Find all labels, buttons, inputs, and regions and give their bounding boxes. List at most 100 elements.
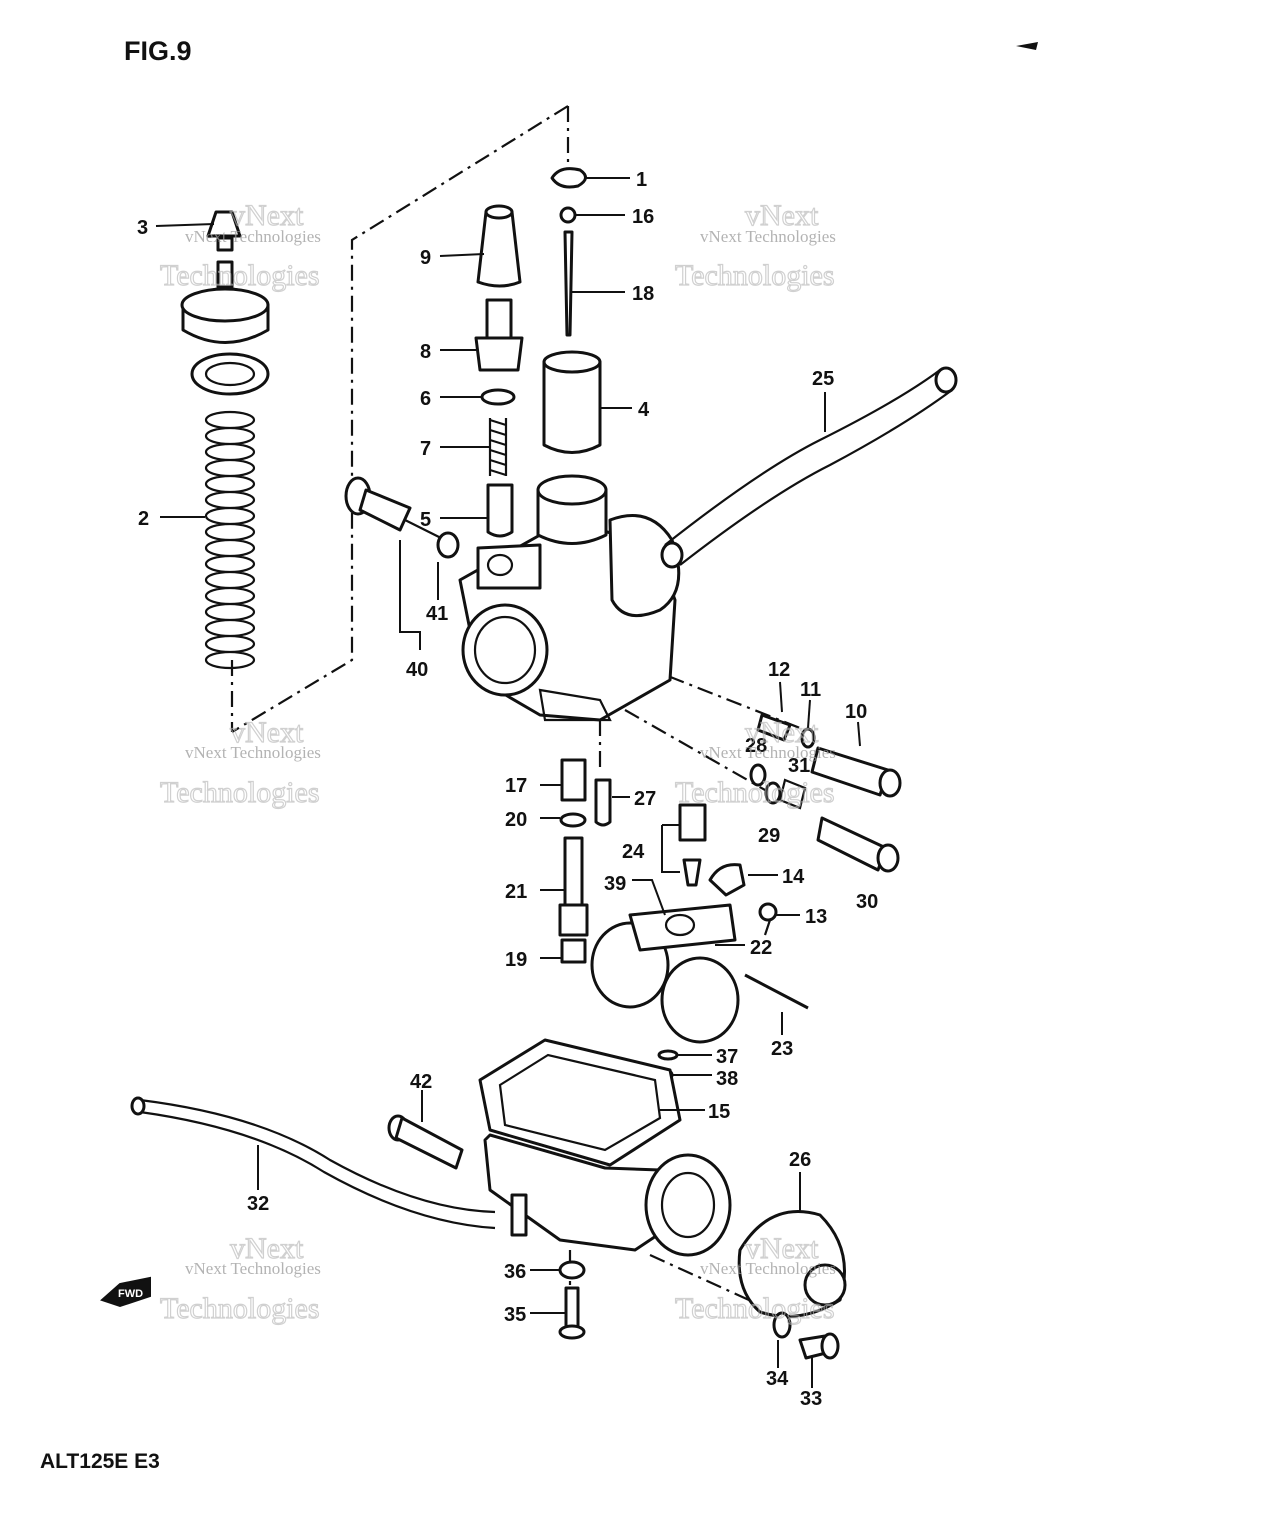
callout-21: 21: [505, 881, 527, 903]
part-chamber-cover: [737, 1210, 847, 1318]
part-vent-tube: [660, 366, 958, 569]
watermark-mr: vNext vNext Technologies Technologies: [674, 715, 835, 809]
part-plunger-spring: [488, 418, 508, 477]
callout-39: 39: [604, 873, 626, 895]
fwd-arrow-badge: FWD: [100, 1276, 151, 1308]
svg-text:Technologies: Technologies: [675, 259, 835, 292]
callout-24: 24: [622, 841, 645, 863]
part-clip: [550, 167, 587, 189]
callout-42: 42: [410, 1071, 432, 1093]
callout-26: 26: [789, 1149, 811, 1171]
svg-text:Technologies: Technologies: [675, 776, 835, 809]
callout-32: 32: [247, 1193, 269, 1215]
part-float-chamber: [478, 1038, 732, 1257]
part-idle-screw-set: [749, 713, 902, 873]
part-cap-gasket: [190, 352, 270, 396]
callout-27: 27: [634, 788, 656, 810]
callout-40: 40: [406, 659, 428, 681]
svg-text:vNext Technologies: vNext Technologies: [700, 227, 836, 246]
callout-25: 25: [812, 368, 834, 390]
part-screw-small: [758, 902, 778, 936]
callout-8: 8: [420, 341, 431, 363]
callout-11: 11: [800, 679, 821, 701]
watermark-bl: vNext vNext Technologies Technologies: [159, 1231, 321, 1325]
callout-33: 33: [800, 1388, 822, 1410]
part-float: [590, 903, 740, 1044]
svg-text:vNext: vNext: [745, 1232, 819, 1265]
svg-text:vNext Technologies: vNext Technologies: [185, 227, 321, 246]
watermark-tr: vNext vNext Technologies Technologies: [674, 198, 836, 292]
part-o-ring: [480, 388, 516, 406]
callout-23: 23: [771, 1038, 793, 1060]
part-starter-plunger-nut: [474, 298, 524, 372]
part-throttle-valve: [542, 350, 602, 454]
callout-17: 17: [505, 775, 527, 797]
part-drain-tube: [130, 1096, 496, 1230]
part-spring: [204, 410, 256, 670]
callout-36: 36: [504, 1261, 526, 1283]
callout-6: 6: [420, 388, 431, 410]
part-carburetor-body: [458, 474, 681, 722]
part-rubber-cap: [476, 204, 522, 288]
callout-10: 10: [845, 701, 867, 723]
figure-title: FIG.9: [124, 36, 192, 66]
part-ring: [559, 206, 577, 224]
watermark-ml: vNext vNext Technologies Technologies: [159, 715, 321, 809]
callout-29: 29: [758, 825, 780, 847]
watermarks: vNext vNext Technologies Technologies vN…: [159, 198, 836, 1325]
svg-text:vNext Technologies: vNext Technologies: [700, 1259, 836, 1278]
part-float-pin: [744, 973, 809, 1010]
callout-labels: 1 16 18 4 3 9 8 6 7 5 2 41 40 25 12 11 1…: [137, 169, 878, 1410]
svg-text:Technologies: Technologies: [160, 259, 320, 292]
callout-12: 12: [768, 659, 790, 681]
part-adjuster: [206, 210, 242, 252]
svg-text:vNext: vNext: [230, 199, 304, 232]
callout-15: 15: [708, 1101, 730, 1123]
part-pilot-jet: [594, 778, 612, 827]
fwd-label: FWD: [118, 1288, 143, 1300]
part-o-ring-small: [657, 1049, 679, 1061]
part-starter-plunger: [486, 483, 514, 538]
callout-9: 9: [420, 247, 431, 269]
svg-text:vNext: vNext: [745, 199, 819, 232]
callout-30: 30: [856, 891, 878, 913]
svg-text:vNext Technologies: vNext Technologies: [185, 743, 321, 762]
callout-13: 13: [805, 906, 827, 928]
callout-38: 38: [716, 1068, 738, 1090]
callout-35: 35: [504, 1304, 526, 1326]
ink-mark: [1016, 42, 1038, 50]
part-main-jet-stack: [558, 758, 589, 964]
callout-2: 2: [138, 508, 149, 530]
svg-text:vNext Technologies: vNext Technologies: [185, 1259, 321, 1278]
part-drain-screw: [387, 1114, 464, 1170]
callout-14: 14: [782, 866, 805, 888]
part-top-cap: [180, 260, 270, 344]
callout-1: 1: [636, 169, 647, 191]
callout-7: 7: [420, 438, 431, 460]
leader-lines: [155, 177, 861, 1388]
callout-28: 28: [745, 735, 767, 757]
svg-text:Technologies: Technologies: [160, 776, 320, 809]
callout-22: 22: [750, 937, 772, 959]
svg-text:vNext: vNext: [230, 1232, 304, 1265]
svg-text:Technologies: Technologies: [675, 1292, 835, 1325]
callout-3: 3: [137, 217, 148, 239]
callout-41: 41: [426, 603, 448, 625]
callout-20: 20: [505, 809, 527, 831]
callout-19: 19: [505, 949, 527, 971]
callout-37: 37: [716, 1046, 738, 1068]
callout-31: 31: [788, 755, 810, 777]
callout-5: 5: [420, 509, 431, 531]
callout-16: 16: [632, 206, 654, 228]
callout-34: 34: [766, 1368, 789, 1390]
svg-text:Technologies: Technologies: [160, 1292, 320, 1325]
part-screws-bottom: [558, 1260, 840, 1360]
callout-18: 18: [632, 283, 654, 305]
part-float-pin-arm: [708, 863, 746, 897]
part-air-screw: [344, 476, 460, 559]
part-jet-needle: [563, 230, 574, 337]
watermark-tl: vNext vNext Technologies Technologies: [159, 198, 321, 292]
watermark-br: vNext vNext Technologies Technologies: [674, 1231, 836, 1325]
svg-text:vNext: vNext: [745, 716, 819, 749]
